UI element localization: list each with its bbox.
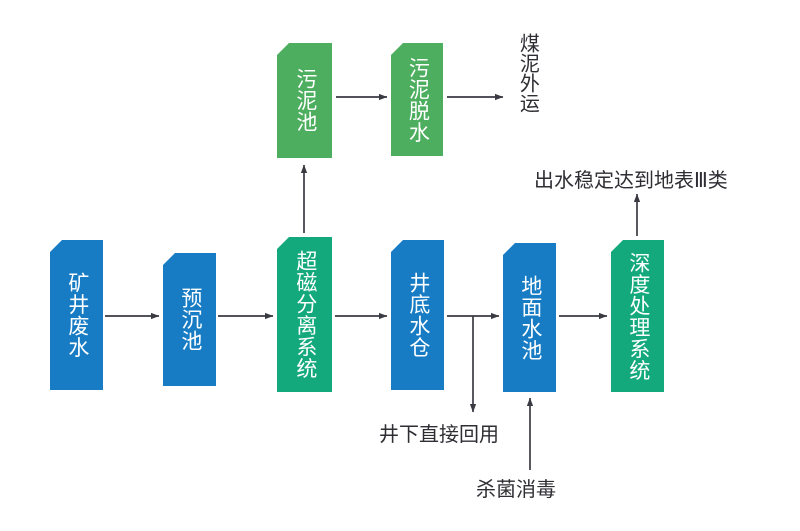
label-coal-slime-transport: 煤泥外运	[516, 33, 538, 113]
node-mine-wastewater[interactable]: 矿井废水	[50, 240, 103, 390]
label-text: 出水稳定达到地表Ⅲ类	[534, 170, 728, 192]
node-label: 超磁分离系统	[293, 250, 317, 379]
label-text: 杀菌消毒	[476, 479, 556, 501]
node-surface-water-pond[interactable]: 地面水池	[503, 243, 556, 392]
node-label: 预沉池	[178, 287, 202, 352]
label-sterilization: 杀菌消毒	[476, 479, 556, 501]
node-bottom-water-sump[interactable]: 井底水仓	[391, 240, 444, 390]
node-sludge-dewatering[interactable]: 污泥脱水	[391, 43, 443, 156]
node-advanced-treatment[interactable]: 深度处理系统	[611, 240, 664, 392]
node-label: 矿井废水	[65, 272, 89, 358]
node-super-magnetic-system[interactable]: 超磁分离系统	[277, 237, 332, 392]
node-label: 污泥脱水	[406, 56, 430, 143]
node-label: 地面水池	[518, 274, 542, 361]
label-effluent-standard: 出水稳定达到地表Ⅲ类	[534, 170, 728, 192]
node-label: 污泥池	[293, 68, 317, 133]
node-sludge-tank[interactable]: 污泥池	[277, 43, 332, 158]
label-text: 井下直接回用	[379, 424, 499, 446]
node-label: 深度处理系统	[626, 251, 650, 381]
node-label: 井底水仓	[406, 272, 430, 358]
label-text: 煤泥外运	[516, 33, 539, 113]
label-underground-reuse: 井下直接回用	[379, 424, 499, 446]
node-pre-sedimentation-tank[interactable]: 预沉池	[163, 253, 216, 386]
